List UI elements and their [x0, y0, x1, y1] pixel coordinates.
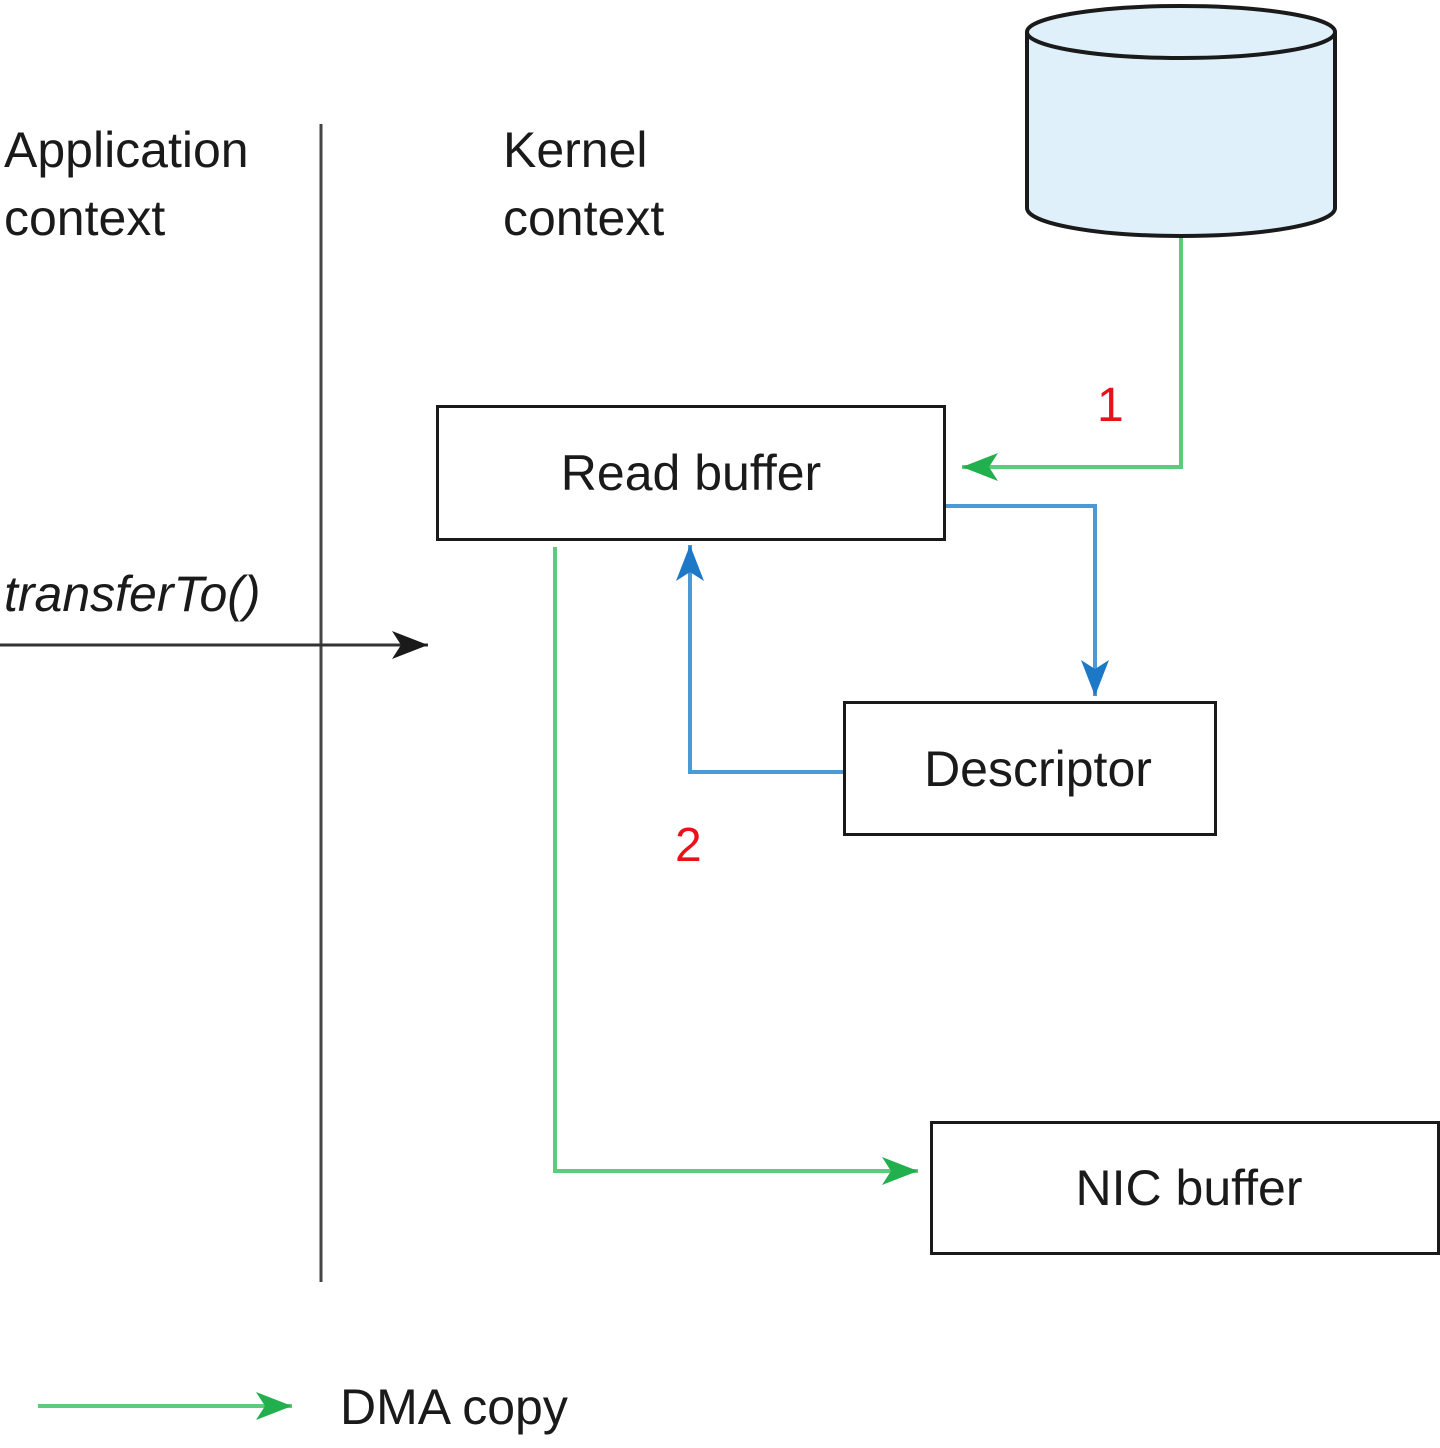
kernel-context-label: Kernel context [503, 116, 664, 252]
application-context-line1: Application [4, 122, 249, 178]
nic-buffer-box: NIC buffer [930, 1121, 1440, 1255]
arrow-descriptor-to-read-buffer [676, 545, 843, 774]
application-context-label: Application context [4, 116, 249, 252]
legend-dma-copy-label: DMA copy [340, 1379, 568, 1435]
descriptor-box: Descriptor [843, 701, 1217, 836]
kernel-context-line1: Kernel [503, 122, 648, 178]
read-buffer-label: Read buffer [560, 445, 822, 501]
dma-arrow-read-buffer-to-nic [553, 547, 918, 1185]
transfer-to-call-label: transferTo() [4, 566, 261, 622]
kernel-context-line2: context [503, 190, 665, 246]
step-number-1: 1 [1097, 379, 1124, 432]
descriptor-label: Descriptor [924, 740, 1152, 797]
application-context-line2: context [4, 190, 166, 246]
nic-buffer-label: NIC buffer [1075, 1160, 1303, 1216]
dma-arrow-disk-to-read-buffer [962, 238, 1183, 481]
step-number-2: 2 [675, 819, 702, 872]
read-buffer-box: Read buffer [436, 405, 946, 541]
arrow-read-buffer-to-descriptor [946, 504, 1109, 696]
disk-icon [1025, 4, 1337, 238]
